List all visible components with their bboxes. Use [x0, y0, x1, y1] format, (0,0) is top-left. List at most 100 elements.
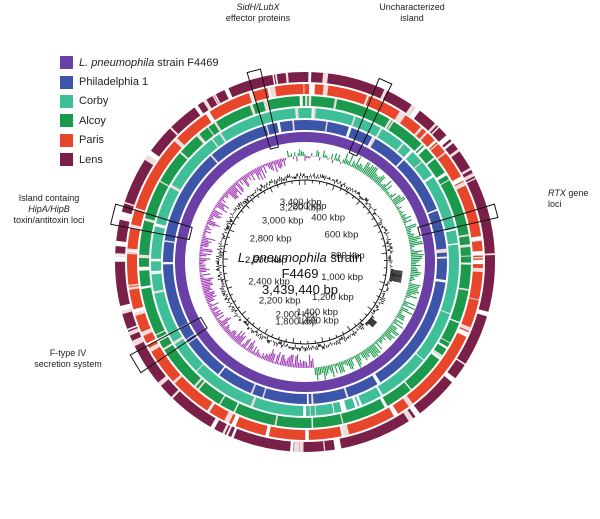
gc-skew-bar: [402, 306, 404, 307]
gc-content-bar: [382, 299, 385, 300]
legend-label: L. pneumophila strain F4469: [79, 57, 218, 69]
ring-gap: [365, 100, 367, 101]
gc-content-bar: [238, 209, 239, 210]
gc-content-bar: [384, 232, 386, 233]
gc-content-bar: [352, 330, 354, 332]
scale-tick: [264, 191, 266, 194]
gc-content-bar: [252, 195, 253, 196]
ring-gap: [214, 423, 216, 424]
ring-gap: [210, 407, 212, 408]
ring-gap: [197, 382, 199, 383]
gc-content-bar: [239, 317, 240, 318]
ring-gap: [435, 354, 437, 357]
gc-skew-bar: [336, 363, 337, 366]
gc-skew-bar: [287, 358, 289, 367]
gc-content-bar: [379, 224, 382, 226]
gc-content-bar: [353, 333, 355, 336]
ring-gap: [234, 420, 238, 422]
scale-tick: [363, 206, 365, 208]
gc-skew-bar: [318, 367, 319, 375]
gc-content-bar: [352, 189, 353, 190]
gc-content-bar: [357, 329, 358, 330]
gc-content-bar: [274, 180, 275, 182]
annotation-sidh: SidH/LubX effector proteins: [212, 2, 304, 24]
gc-skew-bar: [340, 162, 341, 164]
ring-gap: [457, 179, 459, 183]
gc-content-bar: [260, 336, 262, 339]
ring-gap: [462, 330, 464, 334]
ring-gap: [138, 308, 139, 311]
gc-skew-bar: [399, 211, 402, 212]
gc-content-bar: [264, 336, 265, 337]
legend-label: Lens: [79, 154, 103, 166]
scale-tick: [225, 244, 228, 245]
ring-gap: [225, 429, 227, 430]
scale-tick: [372, 218, 375, 220]
gc-skew-bar: [342, 361, 343, 364]
gc-content-bar: [237, 316, 238, 317]
gc-skew-bar: [200, 278, 205, 279]
gc-content-bar: [386, 233, 389, 234]
ring-gap: [164, 183, 165, 184]
gc-content-bar: [261, 337, 262, 340]
gc-skew-bar: [236, 332, 245, 342]
gc-content-bar: [343, 184, 344, 185]
gc-content-bar: [352, 334, 353, 335]
gc-skew-bar: [219, 200, 221, 202]
ring-gap: [251, 109, 254, 110]
gc-skew-bar: [199, 270, 209, 271]
gc-skew-bar: [202, 236, 206, 237]
gc-content-bar: [283, 179, 284, 181]
gc-skew-bar: [411, 251, 423, 252]
gc-skew-bar: [411, 253, 419, 254]
gc-skew-bar: [282, 159, 283, 162]
gc-content-bar: [383, 298, 385, 299]
ring-gap: [399, 163, 400, 164]
gc-content-bar: [378, 216, 379, 217]
gc-content-bar: [383, 291, 386, 292]
ring-gap: [455, 320, 456, 321]
gc-content-bar: [361, 197, 362, 198]
gc-content-bar: [388, 239, 391, 240]
gc-content-bar: [352, 191, 353, 192]
gc-content-bar: [350, 189, 351, 191]
genome-title: L. pneumophila strain F4469 3,439,440 bp: [230, 250, 370, 298]
scale-tick: [381, 238, 384, 239]
legend-item: L. pneumophila strain F4469: [60, 53, 218, 72]
gc-skew-bar: [203, 234, 205, 235]
ring-gap: [160, 332, 161, 333]
gc-content-bar: [387, 288, 389, 289]
scale-tick: [233, 301, 236, 302]
ring-gap: [468, 175, 470, 178]
gc-content-bar: [218, 279, 221, 280]
gc-skew-bar: [331, 365, 334, 378]
gc-skew-bar: [336, 158, 337, 160]
gc-content-bar: [343, 335, 344, 338]
gc-skew-bar: [411, 255, 424, 256]
gc-skew-bar: [279, 363, 280, 365]
gc-skew-bar: [260, 356, 261, 358]
gc-content-bar: [230, 213, 233, 215]
gc-content-bar: [337, 342, 338, 344]
legend-label: Corby: [79, 95, 108, 107]
gc-content-bar: [389, 244, 392, 245]
ring-gap: [434, 147, 435, 148]
gc-skew-bar: [404, 299, 406, 300]
ring-gap: [132, 327, 133, 329]
gc-content-bar: [334, 181, 335, 183]
ring-gap: [154, 346, 156, 350]
scale-tick: [286, 339, 287, 342]
scale-tick: [377, 296, 380, 297]
legend-swatch: [60, 134, 73, 147]
gc-content-bar: [360, 196, 361, 197]
gc-skew-bar: [339, 160, 340, 162]
gc-skew-bar: [200, 249, 212, 251]
legend-item: Lens: [60, 150, 218, 169]
gc-skew-bar: [205, 226, 209, 227]
gc-content-bar: [228, 298, 231, 299]
gc-content-bar: [229, 217, 231, 218]
scale-tick: [329, 337, 330, 340]
gc-content-bar: [232, 217, 234, 218]
gc-content-bar: [385, 233, 386, 234]
gc-skew-bar: [201, 244, 209, 245]
